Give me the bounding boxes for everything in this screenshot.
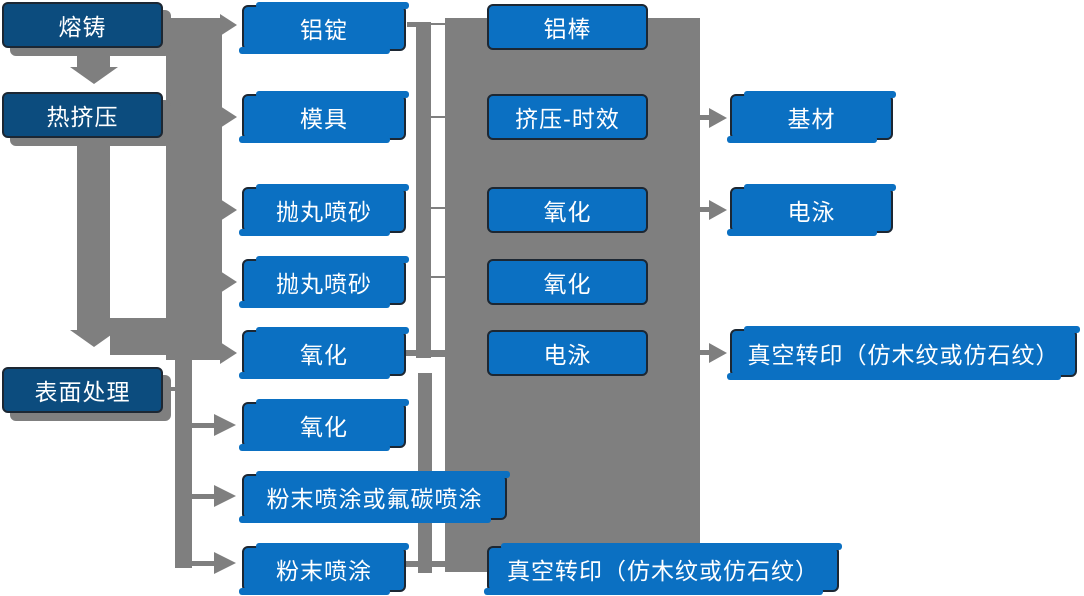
node-shot-blast-2-label: 抛丸喷砂 [276, 271, 372, 297]
connector-stub-electrophoresis-2 [700, 207, 709, 212]
node-oxidation-1: 氧化 [239, 327, 409, 379]
node-vacuum-transfer-bottom-label: 真空转印（仿木纹或仿石纹） [507, 558, 819, 584]
node-hot-extrusion: 热挤压 [2, 92, 163, 138]
node-electrophoresis-1: 电泳 [487, 330, 648, 376]
connector-oxidation-1-stub [406, 350, 416, 356]
connector-mid-bus-upper [416, 22, 431, 358]
arrow-to-oxidation-2-icon [214, 414, 236, 436]
arrow-to-shot-blast-1-icon [220, 199, 237, 221]
node-mold: 模具 [239, 91, 409, 143]
node-base-material-label: 基材 [787, 106, 836, 132]
node-melt-cast: 熔铸 [2, 2, 163, 48]
connector-stub-powder-coating [192, 561, 214, 566]
node-shot-blast-2: 抛丸喷砂 [239, 256, 409, 308]
node-vacuum-transfer-right: 真空转印（仿木纹或仿石纹） [727, 326, 1080, 380]
node-oxidation-2-label: 氧化 [300, 414, 348, 440]
node-al-rod: 铝棒 [487, 4, 648, 50]
connector-stub-base-material [700, 115, 709, 120]
node-oxidation-4-label: 氧化 [543, 271, 592, 297]
node-powder-or-fluorocarbon-label: 粉末喷涂或氟碳喷涂 [266, 486, 483, 512]
node-surface-treatment: 表面处理 [2, 367, 163, 413]
node-al-rod-label: 铝棒 [543, 16, 592, 42]
node-electrophoresis-2: 电泳 [727, 184, 896, 236]
node-powder-coating: 粉末喷涂 [239, 543, 409, 595]
arrow-to-oxidation-1-icon [220, 342, 237, 364]
node-vacuum-transfer-right-label: 真空转印（仿木纹或仿石纹） [747, 342, 1060, 368]
arrow-to-powder-coating-icon [214, 552, 236, 574]
node-oxidation-4: 氧化 [487, 259, 648, 305]
arrow-to-mold-icon [220, 106, 237, 128]
connector-tie-row4 [431, 276, 445, 278]
connector-tie-row3 [431, 207, 445, 209]
node-melt-cast-label: 熔铸 [58, 14, 107, 40]
node-mold-label: 模具 [300, 106, 348, 132]
arrow-to-vacuum-right-icon [709, 343, 727, 363]
connector-tie-row5 [431, 350, 445, 357]
connector-surface-bus [175, 355, 192, 568]
node-extrusion-aging-label: 挤压-时效 [515, 106, 620, 132]
node-base-material: 基材 [727, 91, 896, 143]
node-extrusion-aging: 挤压-时效 [487, 94, 648, 140]
arrow-to-shot-blast-2-icon [220, 271, 237, 293]
connector-stub-vacuum-right [700, 350, 709, 355]
node-vacuum-transfer-bottom: 真空转印（仿木纹或仿石纹） [484, 543, 842, 595]
connector-left-bus [166, 18, 222, 360]
connector-stub-powder-fluorocarbon [192, 494, 214, 499]
node-powder-or-fluorocarbon: 粉末喷涂或氟碳喷涂 [239, 471, 510, 523]
node-electrophoresis-1-label: 电泳 [543, 342, 592, 368]
node-oxidation-1-label: 氧化 [300, 342, 348, 368]
arrow-to-electrophoresis-2-icon [709, 200, 727, 220]
node-al-ingot: 铝锭 [239, 2, 409, 54]
connector-tie-row2 [431, 116, 445, 118]
connector-surface-stub [161, 387, 176, 391]
node-shot-blast-1-label: 抛丸喷砂 [276, 199, 372, 225]
connector-tie-row1 [431, 23, 445, 25]
node-oxidation-3-label: 氧化 [543, 199, 592, 225]
arrow-to-powder-fluorocarbon-icon [214, 485, 236, 507]
node-surface-treatment-label: 表面处理 [34, 379, 131, 405]
node-al-ingot-label: 铝锭 [300, 17, 348, 43]
arrow-to-base-material-icon [709, 108, 727, 128]
connector-powder-to-vacuum-line [404, 561, 460, 567]
node-oxidation-3: 氧化 [487, 187, 648, 233]
connector-hot-to-surface-bar [77, 100, 110, 332]
node-electrophoresis-2-label: 电泳 [787, 199, 836, 225]
arrow-down-to-hot-extrusion-icon [70, 67, 118, 84]
arrow-to-al-ingot-icon [220, 14, 237, 36]
connector-stub-oxidation-2 [192, 423, 214, 428]
arrow-down-to-surface-treatment-icon [70, 330, 118, 347]
node-shot-blast-1: 抛丸喷砂 [239, 184, 409, 236]
node-oxidation-2: 氧化 [239, 399, 409, 451]
node-hot-extrusion-label: 热挤压 [46, 104, 119, 130]
connector-al-ingot-stub [407, 22, 416, 27]
node-powder-coating-label: 粉末喷涂 [276, 558, 372, 584]
